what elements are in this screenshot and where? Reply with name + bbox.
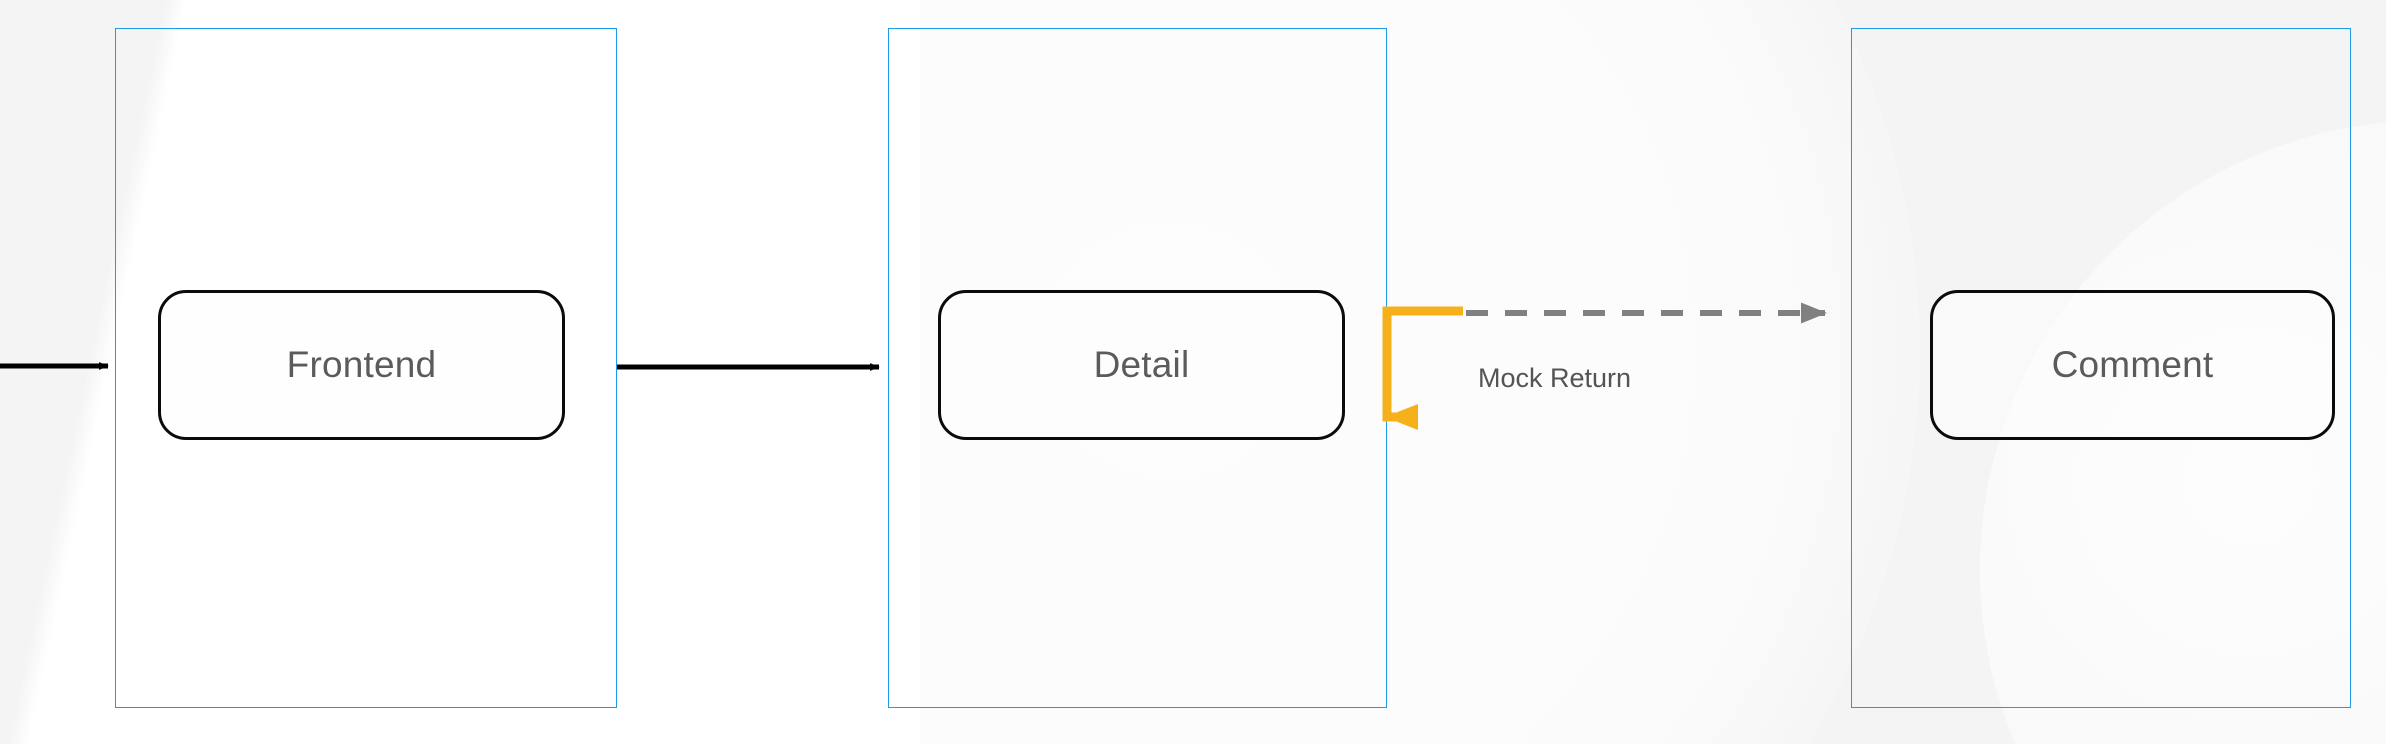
node-frontend-label: Frontend (286, 344, 437, 385)
node-comment[interactable]: Comment (1930, 290, 2335, 440)
node-frontend[interactable]: Frontend (158, 290, 565, 440)
edge-label-mock-return: Mock Return (1478, 363, 1632, 393)
group-container-comment[interactable] (1851, 28, 2351, 708)
node-detail-label: Detail (1093, 344, 1190, 385)
edge-detail-mock-return (1382, 306, 1463, 422)
edge-detail-mock-return-arrowhead (1385, 404, 1418, 430)
group-container-frontend[interactable] (115, 28, 617, 708)
node-comment-label: Comment (2051, 344, 2214, 385)
node-detail[interactable]: Detail (938, 290, 1345, 440)
